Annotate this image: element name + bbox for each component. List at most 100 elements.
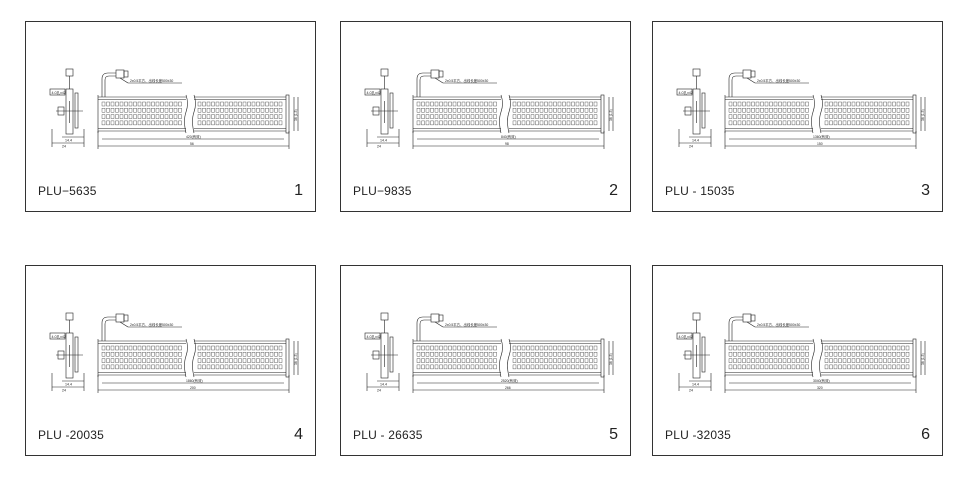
vent-hole xyxy=(557,364,562,370)
vent-hole xyxy=(865,120,869,126)
vent-hole xyxy=(787,101,791,107)
vent-hole xyxy=(484,114,488,119)
vent-hole xyxy=(557,108,562,113)
vent-hole xyxy=(101,120,106,126)
vent-hole xyxy=(416,108,421,113)
vent-hole xyxy=(479,120,484,126)
effective-length-dim: 1860(有效) xyxy=(186,378,203,383)
vent-hole xyxy=(548,352,553,357)
vent-hole xyxy=(905,364,910,370)
vent-hole xyxy=(824,358,829,363)
vent-hole xyxy=(256,108,260,113)
vent-hole xyxy=(557,352,562,357)
vent-hole xyxy=(737,345,742,351)
vent-hole xyxy=(484,101,488,107)
dim-label: 14.4 xyxy=(65,383,72,387)
vent-hole xyxy=(421,358,425,363)
vent-hole xyxy=(233,114,238,119)
vent-hole xyxy=(247,101,251,107)
vent-hole xyxy=(764,101,769,107)
vent-hole xyxy=(443,114,448,119)
vent-hole xyxy=(425,352,430,357)
vent-hole xyxy=(589,108,593,113)
vent-hole xyxy=(466,120,470,126)
vent-hole xyxy=(878,120,883,126)
vent-hole xyxy=(229,358,233,363)
dim-label: 24 xyxy=(689,145,693,149)
vent-hole xyxy=(169,364,173,370)
vent-hole xyxy=(278,114,283,119)
vent-hole xyxy=(416,352,421,357)
vent-hole xyxy=(224,120,229,126)
vent-hole xyxy=(787,358,791,363)
vent-hole xyxy=(155,358,160,363)
vent-hole xyxy=(452,108,457,113)
dim-label: 24 xyxy=(689,389,693,393)
vent-hole xyxy=(256,358,260,363)
vent-hole xyxy=(800,101,805,107)
vent-hole xyxy=(434,352,439,357)
vent-hole xyxy=(782,101,787,107)
vent-hole xyxy=(521,364,526,370)
vent-hole xyxy=(110,101,115,107)
vent-hole xyxy=(593,114,598,119)
vent-hole xyxy=(824,345,829,351)
vent-hole xyxy=(470,120,475,126)
vent-hole xyxy=(593,101,598,107)
vent-hole xyxy=(173,108,178,113)
vent-hole xyxy=(512,108,517,113)
vent-hole xyxy=(242,114,247,119)
vent-hole xyxy=(269,364,274,370)
vent-hole xyxy=(535,352,539,357)
plug xyxy=(742,69,752,79)
vent-hole xyxy=(751,120,755,126)
connector-block xyxy=(692,68,701,77)
vent-hole xyxy=(575,345,580,351)
vent-hole xyxy=(548,345,553,351)
vent-hole xyxy=(202,101,206,107)
vent-hole xyxy=(769,352,773,357)
vent-hole xyxy=(892,358,896,363)
vent-hole xyxy=(733,352,737,357)
plug xyxy=(115,313,125,323)
vent-hole xyxy=(796,358,800,363)
vent-hole xyxy=(425,108,430,113)
vent-hole xyxy=(124,364,128,370)
vent-hole xyxy=(197,358,202,363)
vent-hole xyxy=(488,364,493,370)
vent-hole xyxy=(535,120,539,126)
vent-hole xyxy=(265,101,269,107)
vent-hole xyxy=(593,120,598,126)
vent-hole xyxy=(901,101,905,107)
vent-hole xyxy=(493,120,497,126)
vent-hole xyxy=(439,345,443,351)
vent-hole xyxy=(448,101,452,107)
vent-hole xyxy=(265,352,269,357)
vent-hole xyxy=(119,108,124,113)
vent-hole xyxy=(796,364,800,370)
connector-block xyxy=(380,312,389,321)
vent-hole xyxy=(805,345,809,351)
vent-hole xyxy=(548,364,553,370)
vent-hole xyxy=(728,114,733,119)
vent-hole xyxy=(791,101,796,107)
vent-hole xyxy=(211,364,215,370)
vent-hole xyxy=(224,101,229,107)
vent-hole xyxy=(760,345,764,351)
vent-hole xyxy=(256,345,260,351)
vent-hole xyxy=(115,358,119,363)
vent-hole xyxy=(220,101,224,107)
vent-hole xyxy=(265,108,269,113)
bracket xyxy=(65,332,74,379)
vent-hole xyxy=(206,352,211,357)
vent-hole xyxy=(751,352,755,357)
vent-hole xyxy=(773,345,778,351)
vent-hole xyxy=(229,114,233,119)
vent-hole xyxy=(269,101,274,107)
vent-hole xyxy=(488,358,493,363)
vent-hole xyxy=(202,120,206,126)
vent-hole xyxy=(829,108,833,113)
vent-hole xyxy=(119,352,124,357)
